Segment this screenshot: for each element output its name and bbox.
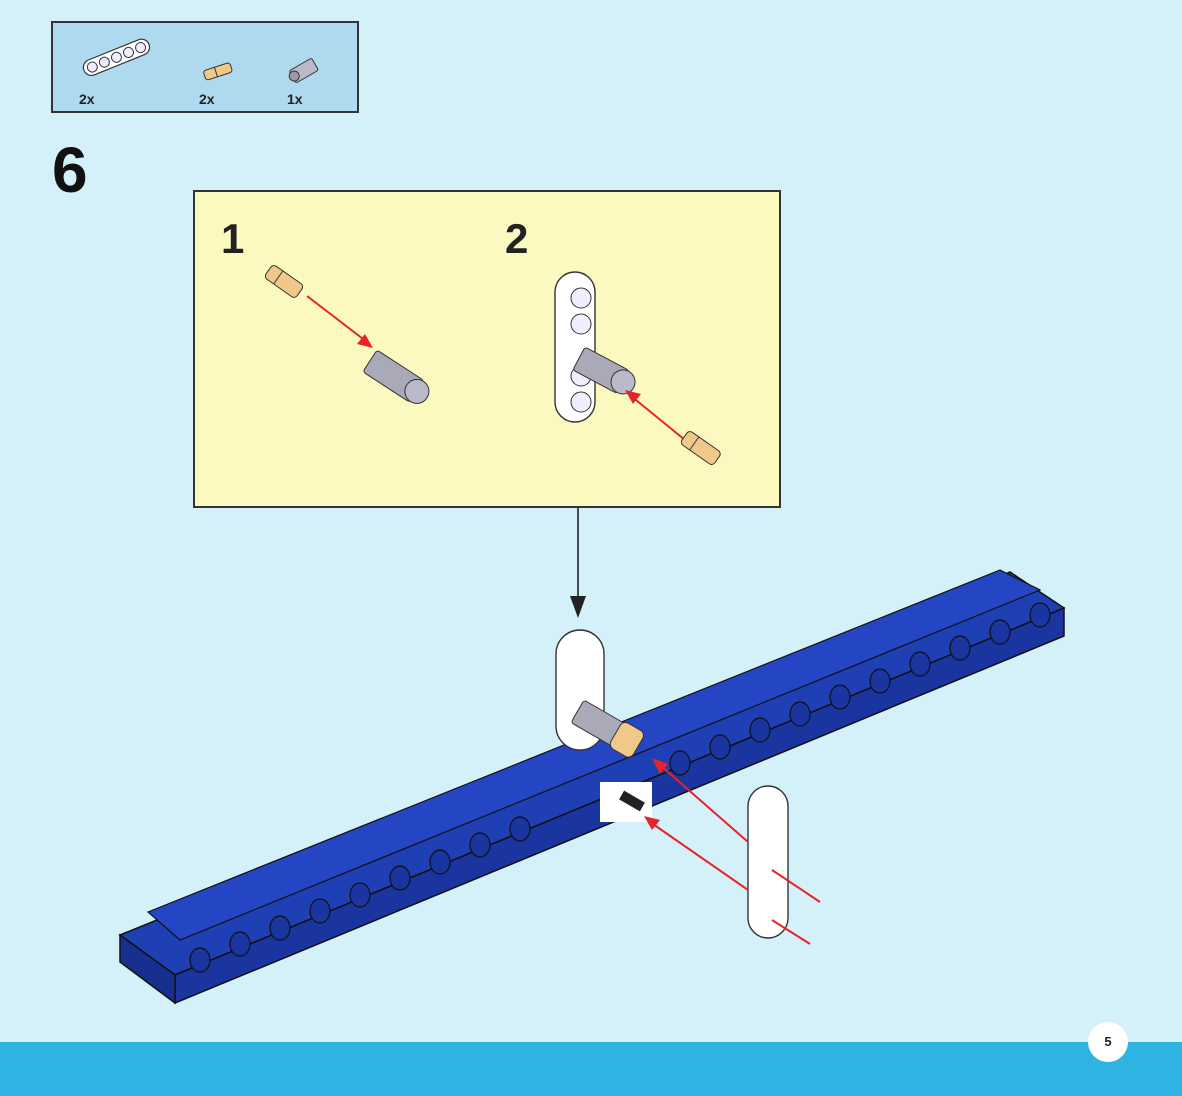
- black-pin-icon: [619, 790, 645, 812]
- sub-step-number: 1: [221, 215, 245, 262]
- highlight-hole: [600, 782, 652, 822]
- part-quantity: 2x: [79, 91, 95, 107]
- tan-pin-icon: [264, 265, 304, 298]
- part-quantity: 1x: [287, 91, 303, 107]
- sub-assembly-box: 1 2: [193, 190, 781, 508]
- gray-connector-icon: [573, 347, 636, 395]
- gray-connector-icon: [571, 700, 644, 758]
- page-footer-band: [0, 1042, 1182, 1096]
- sub-step-number: 2: [505, 215, 529, 262]
- arrow: [306, 295, 368, 343]
- parts-list-box: 2x 2x 1x: [51, 21, 359, 113]
- sub-assembly-illustration: [264, 265, 721, 465]
- white-liftarm-icon: [554, 271, 596, 423]
- beam-holes: [189, 602, 1051, 973]
- step-number: 6: [52, 134, 88, 206]
- tan-pin-icon: [203, 62, 233, 81]
- blue-technic-beam: [118, 569, 1066, 1005]
- white-liftarm-icon: [555, 629, 605, 751]
- tan-pin-icon: [680, 431, 721, 465]
- white-liftarm-icon: [82, 38, 151, 77]
- white-liftarm-icon: [747, 785, 789, 939]
- page-number: 5: [1088, 1022, 1128, 1062]
- part-quantity: 2x: [199, 91, 215, 107]
- red-arrows: [649, 764, 821, 945]
- arrow: [630, 395, 686, 441]
- gray-connector-icon: [363, 350, 430, 404]
- gray-connector-icon: [288, 58, 319, 83]
- parts-illustrations: [82, 38, 319, 83]
